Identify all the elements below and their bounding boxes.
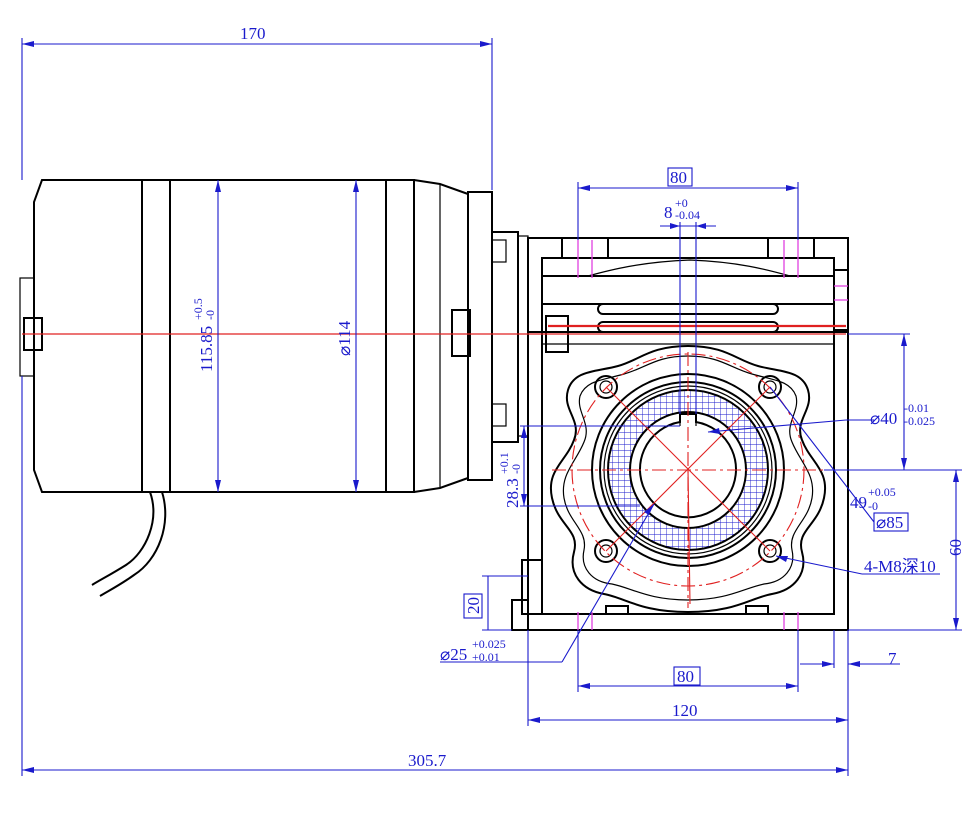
- dim-115-85-tol-lower: -0: [203, 310, 217, 320]
- dim-key-8-tol-lower: -0.04: [675, 208, 700, 222]
- dim-bore-40-tol-lower: -0.025: [904, 414, 935, 428]
- dim-left-20: 20: [464, 597, 483, 614]
- box-top-80: [667, 167, 693, 187]
- dim-shaft-25-tol-upper: +0.025: [472, 637, 506, 651]
- center-lines: [22, 324, 846, 608]
- dim-key-8-tol-upper: +0: [675, 196, 688, 210]
- motor-body: [19, 179, 529, 597]
- box-bottom-80: [673, 666, 701, 686]
- dim-114: ⌀114: [335, 320, 354, 356]
- dim-49-tol-upper: +0.05: [868, 485, 896, 499]
- dimension-lines: [21, 38, 962, 776]
- dim-bore-40: ⌀40: [870, 409, 897, 428]
- dim-28-3: 28.3: [503, 478, 522, 508]
- dim-pcd-85: ⌀85: [876, 513, 903, 532]
- dim-305-7: 305.7: [408, 751, 447, 770]
- dim-bottom-80: 80: [677, 667, 694, 686]
- dim-holes: 4-M8深10: [864, 557, 936, 576]
- dim-28-3-tol-upper: +0.1: [497, 452, 511, 474]
- dim-bottom-120: 120: [672, 701, 698, 720]
- box-left-20: [463, 593, 483, 619]
- dim-bore-40-tol-upper: -0.01: [904, 401, 929, 415]
- dim-115-85: 115.85: [197, 326, 216, 372]
- dim-shaft-25-tol-lower: +0.01: [472, 650, 500, 664]
- dim-170: 170: [240, 24, 266, 43]
- dim-shaft-25: ⌀25: [440, 645, 467, 664]
- dim-115-85-tol-upper: +0.5: [191, 298, 205, 320]
- box-pcd-85: [873, 512, 909, 532]
- dim-28-3-tol-lower: -0: [509, 464, 523, 474]
- dim-right-60: 60: [946, 539, 965, 556]
- dim-49: 49: [850, 493, 867, 512]
- dim-right-7: 7: [888, 649, 897, 668]
- dim-key-8: 8: [664, 203, 673, 222]
- dim-49-tol-lower: -0: [868, 499, 878, 513]
- dimension-labels: 170 305.7 115.85 +0.5 -0 ⌀114 80 8 +0 -0…: [191, 24, 965, 770]
- dim-top-80: 80: [670, 168, 687, 187]
